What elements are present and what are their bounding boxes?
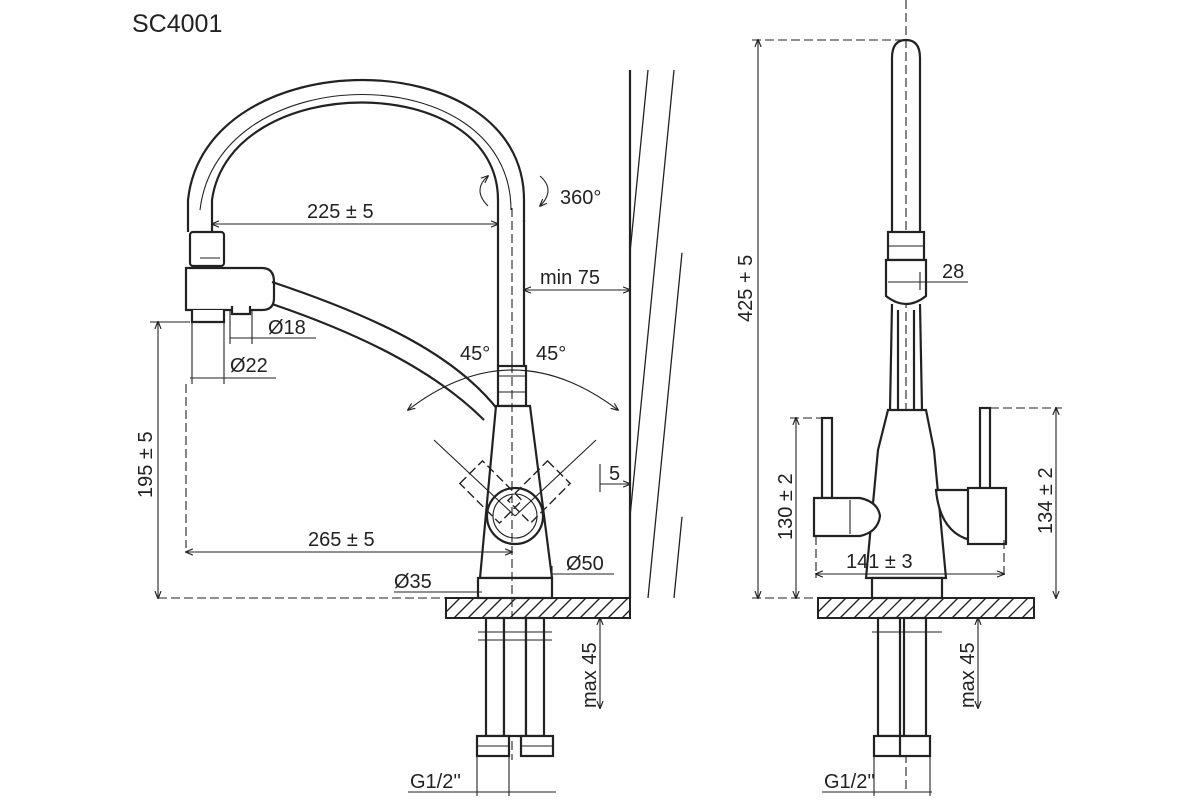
dim-reach-265: 265 ± 5 xyxy=(308,529,375,551)
countertop-left xyxy=(445,597,631,619)
front-body xyxy=(864,408,948,600)
hatch-line xyxy=(867,597,889,619)
countertop-right xyxy=(817,597,1035,619)
wall-hatching xyxy=(629,69,683,599)
dim-thread-left: G1/2'' xyxy=(410,771,461,793)
hatch-line xyxy=(629,69,649,253)
dim-aerator-d18: Ø18 xyxy=(268,317,306,339)
hatch-line xyxy=(979,597,1001,619)
hatch-line xyxy=(965,597,987,619)
front-lever-left xyxy=(812,416,882,538)
dim-hose-28: 28 xyxy=(942,261,964,283)
dim-height-134: 134 ± 2 xyxy=(1035,467,1057,534)
wall xyxy=(628,69,683,599)
dim-body-d50: Ø50 xyxy=(566,553,604,575)
dim-base-d35: Ø35 xyxy=(394,571,432,593)
hatch-line xyxy=(509,597,531,619)
hatch-line xyxy=(647,252,683,599)
front-view: 425 + 5 28 130 ± 2 134 ± 2 141 ± 3 max 4… xyxy=(735,0,1062,796)
dim-min-wall: min 75 xyxy=(540,267,600,289)
hatch-line xyxy=(523,597,545,619)
hatch-line xyxy=(673,516,683,599)
hatch-line xyxy=(629,69,675,517)
hatch-line xyxy=(481,597,503,619)
dim-offset-5: 5 xyxy=(609,463,620,485)
countertop-hatching xyxy=(817,597,1035,619)
dim-max-45-left: max 45 xyxy=(579,642,601,708)
hatch-line xyxy=(817,597,833,613)
hatch-line xyxy=(565,597,587,619)
hatch-line xyxy=(923,597,945,619)
dim-max-45-right: max 45 xyxy=(957,642,979,708)
dim-width-141: 141 ± 3 xyxy=(846,551,913,573)
hatch-line xyxy=(551,597,573,619)
hatch-line xyxy=(895,597,917,619)
dim-angle-left: 45° xyxy=(460,343,490,365)
front-lever-right xyxy=(934,406,1008,546)
hatch-line xyxy=(579,597,601,619)
spout-arch xyxy=(186,78,526,232)
supply-hoses-right xyxy=(872,616,942,758)
hatch-line xyxy=(607,597,629,619)
hatch-line xyxy=(445,597,461,613)
hatch-line xyxy=(1021,605,1035,619)
spray-head xyxy=(184,230,276,324)
lever-positions xyxy=(433,439,597,525)
hatch-line xyxy=(951,597,973,619)
dim-thread-right: G1/2'' xyxy=(824,771,875,793)
hatch-line xyxy=(537,597,559,619)
hatch-line xyxy=(993,597,1015,619)
hatch-line xyxy=(825,597,847,619)
hatch-line xyxy=(453,597,475,619)
dim-angle-right: 45° xyxy=(536,343,566,365)
hatch-line xyxy=(1007,597,1029,619)
model-title: SC4001 xyxy=(132,10,222,38)
dim-height-130: 130 ± 2 xyxy=(775,473,797,540)
hatch-line xyxy=(881,597,903,619)
hatch-line xyxy=(937,597,959,619)
hatch-line xyxy=(839,597,861,619)
hatch-line xyxy=(467,597,489,619)
side-view: 225 ± 5 360° min 75 Ø18 Ø22 45° 45° 195 … xyxy=(135,69,683,796)
dim-aerator-d22: Ø22 xyxy=(230,355,268,377)
dim-spout-reach: 225 ± 5 xyxy=(307,201,374,223)
dim-rotation: 360° xyxy=(560,187,601,209)
countertop-hatching xyxy=(445,597,631,619)
hatch-line xyxy=(593,597,615,619)
hatch-line xyxy=(495,597,517,619)
hatch-line xyxy=(621,609,631,619)
dim-height-195: 195 ± 5 xyxy=(135,431,157,498)
spout-riser xyxy=(496,220,526,366)
hatch-line xyxy=(853,597,875,619)
dim-height-425: 425 + 5 xyxy=(735,255,757,322)
supply-hoses-left xyxy=(475,616,555,758)
hatch-line xyxy=(909,597,931,619)
